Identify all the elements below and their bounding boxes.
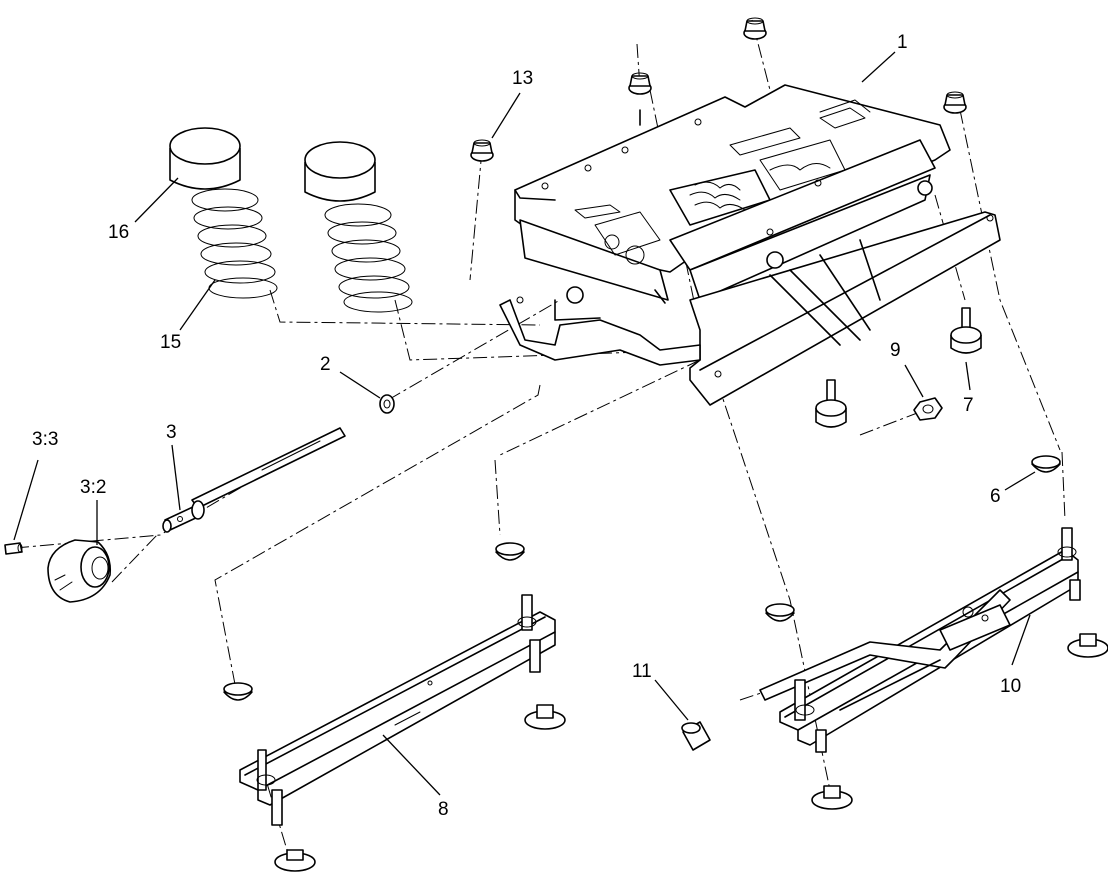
- coil-spring-icon: [324, 203, 413, 313]
- callout-16: 16: [108, 222, 129, 243]
- part-10-right-slide-rail: [759, 527, 1108, 810]
- part-2-washer: [379, 394, 395, 414]
- callout-3: 3: [166, 422, 177, 443]
- leader-lines: [13, 51, 1036, 796]
- rail-foot-icon: [274, 849, 316, 872]
- callout-8: 8: [438, 799, 449, 820]
- callout-13: 13: [512, 68, 533, 89]
- callout-3-3: 3:3: [32, 429, 58, 450]
- rubber-bumper-icon: [815, 379, 847, 428]
- part-3-3-roll-pin: [4, 542, 23, 555]
- part-11-spacer: [681, 721, 711, 751]
- cup-washer-icon: [765, 603, 795, 622]
- flange-nut-icon: [470, 139, 494, 162]
- callout-15: 15: [160, 332, 181, 353]
- part-3-2-adjustment-knob: [47, 539, 112, 603]
- coil-spring-icon: [191, 188, 278, 299]
- flange-nut-icon: [628, 72, 652, 95]
- rail-foot-icon: [1067, 633, 1108, 658]
- rail-foot-icon: [811, 785, 853, 810]
- cup-washer-icon: [495, 542, 525, 561]
- part-6-cup-washers: [223, 455, 1061, 701]
- callout-10: 10: [1000, 676, 1021, 697]
- callout-1: 1: [897, 32, 908, 53]
- part-8-left-slide-rail: [239, 594, 566, 872]
- part-15-coil-springs: [191, 188, 413, 313]
- spring-cap-icon: [304, 141, 376, 202]
- flange-nut-icon: [743, 17, 767, 40]
- cup-washer-icon: [1031, 455, 1061, 473]
- callout-11: 11: [632, 661, 652, 682]
- rail-foot-icon: [524, 704, 566, 730]
- spring-cap-icon: [169, 127, 241, 190]
- part-1-seat-suspension-base: [499, 84, 1001, 406]
- part-13-flange-nuts: [470, 17, 967, 162]
- part-3-adjustment-shaft: [162, 427, 346, 533]
- part-9-hex-nut: [913, 397, 943, 421]
- callout-6: 6: [990, 486, 1001, 507]
- callout-7: 7: [963, 395, 974, 416]
- part-7-rubber-bumpers: [815, 307, 982, 428]
- cup-washer-icon: [223, 682, 253, 701]
- callout-2: 2: [320, 354, 331, 375]
- flange-nut-icon: [943, 91, 967, 114]
- callout-labels: 1 13 16 15 2 3 3:2 3:3 9 7 6 8 10 11: [32, 32, 1021, 820]
- callout-9: 9: [890, 340, 901, 361]
- part-16-spring-caps: [169, 127, 376, 202]
- base-mounting-holes: [516, 118, 994, 378]
- rubber-bumper-icon: [950, 307, 982, 354]
- callout-3-2: 3:2: [80, 477, 106, 498]
